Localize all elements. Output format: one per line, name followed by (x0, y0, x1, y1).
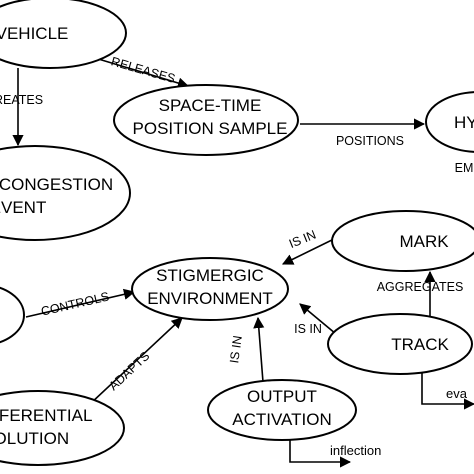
node-hyp (425, 91, 474, 153)
node-vehicle-label: VEHICLE (0, 24, 68, 43)
node-hyp-label: HYP (454, 113, 474, 132)
node-mark-label: MARK (399, 232, 449, 251)
node-output-activation-label-1: OUTPUT (247, 387, 317, 406)
edge-eva (421, 372, 474, 410)
node-space-time-sample (113, 84, 299, 156)
edge-label-eva: eva (446, 386, 468, 401)
edge-label-is-in-output: IS IN (227, 335, 245, 364)
edge-is-in-output (253, 316, 265, 383)
node-differential-evolution-label-1: DIFFERENTIAL (0, 406, 92, 425)
edge-label-is-in-track: IS IN (294, 322, 322, 336)
node-track (327, 313, 473, 375)
edge-label-controls: CONTROLS (40, 289, 111, 318)
edge-label-adapts: ADAPTS (106, 349, 152, 393)
edge-label-inflection: inflection (330, 443, 381, 458)
node-differential-evolution-label-2: EVOLUTION (0, 429, 69, 448)
node-differential-evolution (0, 390, 125, 466)
edge-releases (94, 57, 190, 89)
edge-inflection (289, 432, 352, 468)
node-congestion-event-label-1: CONGESTION (0, 175, 113, 194)
node-stigmergic-environment-label-2: ENVIRONMENT (147, 289, 273, 308)
node-mark (331, 210, 474, 272)
edge-adapts (89, 317, 183, 405)
edge-label-is-in-mark: IS IN (287, 228, 318, 251)
node-space-time-sample-label-2: POSITION SAMPLE (133, 119, 288, 138)
node-track-label: TRACK (391, 335, 449, 354)
node-congestion-event (0, 145, 131, 241)
edge-is-in-track (299, 303, 337, 335)
node-stigmergic-environment (131, 257, 289, 321)
node-stigmergic-environment-label-1: STIGMERGIC (156, 266, 264, 285)
node-left (0, 286, 25, 344)
node-space-time-sample-label-1: SPACE-TIME (159, 96, 262, 115)
edge-label-releases: RELEASES (109, 54, 176, 86)
node-vehicle (0, 0, 127, 69)
node-output-activation (207, 379, 357, 441)
edge-label-em: EM (455, 161, 474, 175)
node-output-activation-label-2: ACTIVATION (232, 410, 332, 429)
edge-label-aggregates: AGGREGATES (377, 280, 464, 294)
node-congestion-event-label-2: EVENT (0, 198, 46, 217)
edge-controls (25, 288, 136, 318)
edge-label-creates: CREATES (0, 93, 43, 107)
edge-label-positions: POSITIONS (336, 134, 404, 148)
edge-is-in-mark (281, 237, 337, 265)
